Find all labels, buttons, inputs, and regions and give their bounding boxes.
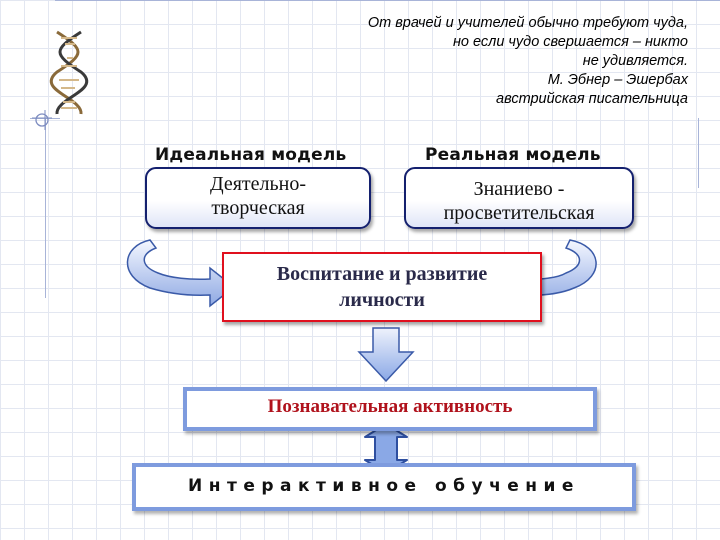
cognitive-activity-box: Познавательная активность: [183, 387, 597, 431]
real-model-box-line: просветительская: [443, 202, 595, 224]
interactive-learning-box: Интерактивное обучение: [132, 463, 636, 511]
ideal-model-box-line: творческая: [211, 197, 305, 219]
quote-author: М. Эбнер – Эшербах: [547, 72, 688, 88]
interactive-learning-text: Интерактивное обучение: [188, 476, 580, 496]
quote-line: но если чудо свершается – никто: [452, 34, 688, 50]
quote-author-description: австрийская писательница: [496, 91, 688, 107]
crosshair-icon: [32, 110, 52, 130]
down-arrow: [357, 327, 415, 383]
top-frame-line: [55, 0, 720, 1]
cognitive-activity-text: Познавательная активность: [267, 396, 513, 417]
quote-line: не удивляется.: [582, 53, 688, 69]
epigraph-quote: От врачей и учителей обычно требуют чуда…: [250, 14, 688, 109]
center-box-line: Воспитание и развитие: [276, 263, 488, 285]
personality-development-box: Воспитание и развитие личности: [222, 252, 542, 322]
dna-icon: [49, 30, 89, 115]
center-box-line: личности: [339, 289, 425, 311]
ideal-model-box-line: Деятельно-: [209, 173, 307, 195]
real-model-label: Реальная модель: [425, 145, 601, 165]
ideal-model-box: Деятельно- творческая: [145, 167, 371, 229]
right-frame-line: [698, 118, 699, 188]
ideal-model-label: Идеальная модель: [155, 145, 347, 165]
left-frame-line: [45, 118, 46, 298]
left-curved-arrow: [126, 239, 236, 308]
real-model-box: Знаниево - просветительская: [404, 167, 634, 229]
real-model-box-line: Знаниево -: [473, 178, 565, 200]
quote-line: От врачей и учителей обычно требуют чуда…: [367, 15, 688, 31]
